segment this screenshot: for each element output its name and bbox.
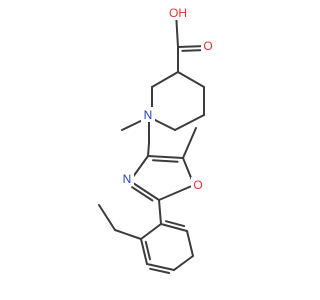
bond-b5-b6	[186, 230, 194, 257]
atom-label-layer: OH O N N O	[120, 5, 215, 192]
bond-c2x-n3	[129, 180, 160, 201]
atom-oh-label: OH	[169, 6, 187, 20]
atom-n-oxazole: N	[120, 171, 134, 186]
bond-o1-c2x	[158, 184, 195, 201]
double-bond-b1-b6	[164, 220, 186, 228]
atom-oh: OH	[168, 5, 188, 20]
double-bond-b2-b3	[144, 240, 151, 261]
double-bond-c2x-n3	[131, 186, 154, 202]
bond-layer	[98, 12, 207, 275]
bond-b1-b2	[140, 223, 162, 240]
double-bond-cc-oc	[181, 49, 203, 52]
double-bond-c4x-c5x	[152, 159, 179, 163]
atom-n-piperidine: N	[141, 107, 155, 122]
bond-et1-et2	[98, 204, 116, 231]
bond-b2-et1	[114, 229, 142, 240]
bond-c4-c3a	[177, 71, 205, 88]
bond-b2-b3	[140, 238, 148, 265]
bond-c5x-me	[182, 127, 197, 159]
atom-n-piperidine-label: N	[144, 108, 153, 122]
atom-o-oxazole: O	[191, 177, 205, 192]
bond-ch2-c4x	[147, 142, 150, 157]
bond-c2a-c6a	[174, 114, 205, 131]
bond-c4-c3b	[151, 71, 179, 88]
bond-b6-b1	[160, 223, 188, 232]
molecule-structure: OH O N N O	[98, 5, 215, 275]
bond-c4x-c5x	[147, 155, 184, 159]
atom-o-oxazole-label: O	[193, 178, 202, 192]
atom-o-carbonyl: O	[201, 38, 215, 53]
double-bond-b3-b4	[149, 267, 171, 275]
atom-o-carbonyl-label: O	[203, 39, 212, 53]
atom-n-oxazole-label: N	[123, 172, 132, 186]
bond-b3-b4	[146, 263, 175, 271]
bond-c2x-b1	[158, 199, 162, 225]
bond-b4-b5	[173, 255, 194, 271]
